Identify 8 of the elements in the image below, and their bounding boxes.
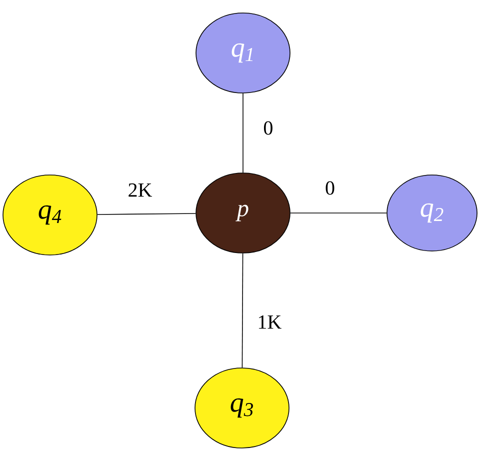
connector-line (290, 212, 387, 214)
connector-line (97, 213, 196, 215)
edge-label: 0 (324, 180, 336, 196)
edge-label: 2K (126, 182, 154, 198)
edge-label: 1K (256, 314, 283, 330)
connector-line (242, 253, 244, 368)
edge-label: 0 (262, 120, 274, 136)
connector-line (242, 93, 244, 173)
